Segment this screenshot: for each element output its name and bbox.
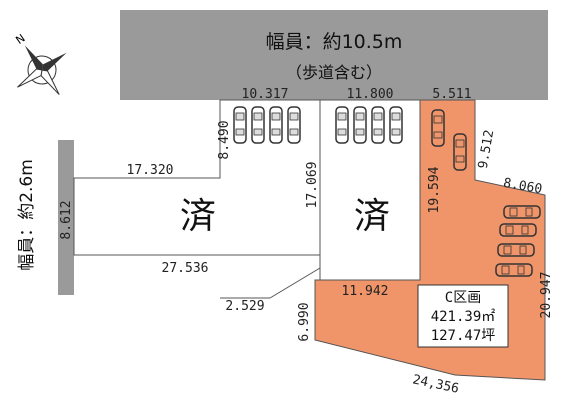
side-road — [58, 140, 74, 295]
lot-c-name: C区画 — [445, 290, 481, 306]
car-icon — [497, 243, 535, 257]
dim-left-top-edge: 17.320 — [127, 163, 174, 178]
dim-left-bottom-edge: 27.536 — [162, 261, 209, 276]
car-icon — [499, 223, 537, 237]
car-icon — [251, 106, 265, 144]
side-road-width-label: 幅員：約2.6m — [17, 159, 37, 271]
car-icon — [335, 106, 349, 144]
car-icon — [503, 205, 541, 219]
dim-front-left: 10.317 — [242, 87, 289, 102]
dim-c-bottom: 24,356 — [411, 372, 460, 396]
dim-front-middle: 11.800 — [347, 87, 394, 102]
lot-left-sold-label: 済 — [180, 196, 216, 237]
lot-middle-outline — [319, 99, 421, 281]
dim-c-top-edge: 11.942 — [342, 284, 389, 299]
dim-left-side: 8.612 — [59, 200, 74, 239]
dim-front-c: 5.511 — [432, 87, 471, 102]
top-road — [120, 10, 548, 100]
compass-north-label: N — [13, 32, 27, 47]
leader-line — [269, 267, 321, 299]
dim-c-right-side: 20.947 — [539, 272, 554, 319]
lot-c-area-tsubo: 127.47坪 — [431, 328, 496, 344]
car-icon — [371, 106, 385, 144]
car-icon — [431, 109, 445, 147]
dim-c-diagonal-1: 9.512 — [476, 129, 498, 170]
car-icon — [453, 133, 467, 171]
top-road-sub-label: （歩道含む） — [286, 63, 382, 82]
car-icon — [389, 106, 403, 144]
car-icon — [495, 263, 533, 277]
dim-small-diag: 2.529 — [225, 299, 264, 314]
top-road-width-label: 幅員：約10.5m — [266, 31, 403, 53]
north-arrow-compass-icon: N — [13, 32, 67, 95]
car-icon — [233, 106, 247, 144]
car-icon — [353, 106, 367, 144]
car-icon — [287, 106, 301, 144]
dim-c-left-side: 6.990 — [297, 302, 312, 341]
lot-middle-sold-label: 済 — [354, 196, 390, 237]
lot-c-area-sqm: 421.39㎡ — [431, 309, 496, 325]
dim-middle-side: 17.069 — [305, 162, 320, 209]
lot-c-info-box — [417, 284, 509, 348]
dim-c-inner-side: 19.594 — [427, 166, 442, 213]
car-icon — [269, 106, 283, 144]
dim-left-depth-top: 8.490 — [217, 120, 232, 159]
dim-c-diagonal-2: 8.060 — [502, 176, 543, 198]
